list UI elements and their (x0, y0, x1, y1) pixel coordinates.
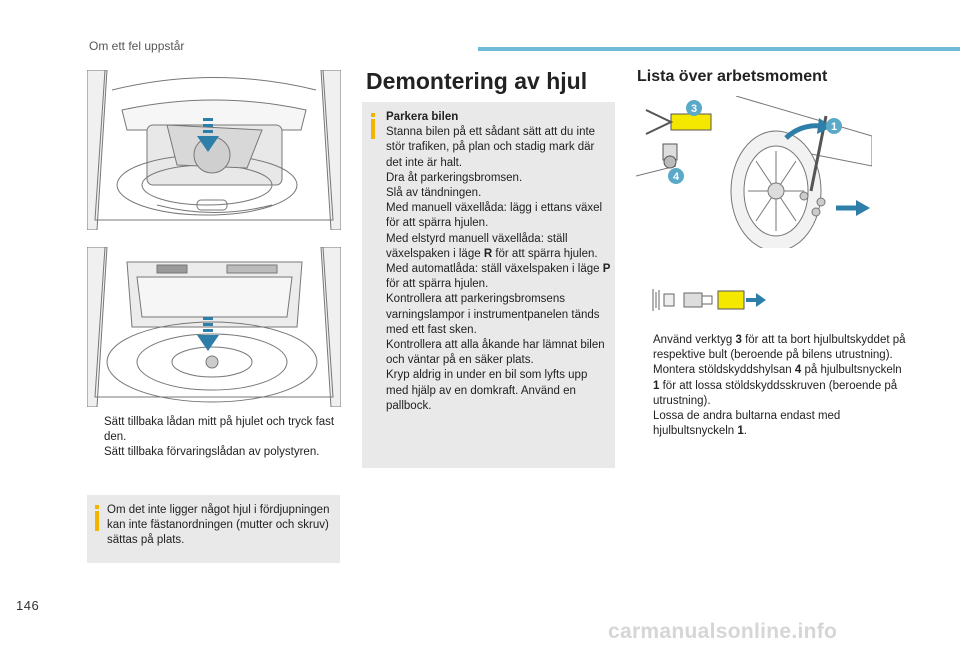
list-item: Montera stöldskyddshylsan 4 på hjulbults… (653, 364, 902, 407)
main-heading: Demontering av hjul (366, 68, 588, 94)
trunk-box-illustration (87, 70, 341, 230)
watermark: carmanualsonline.info (608, 620, 838, 643)
procedure-step-list: Använd verktyg 3 för att ta bort hjulbul… (637, 333, 907, 439)
info-note-text: Om det inte ligger något hjul i fördjupn… (107, 504, 330, 546)
spare-wheel-illustration (87, 247, 341, 407)
procedure-heading: Lista över arbetsmoment (637, 68, 828, 85)
callout-4: 4 (673, 171, 680, 183)
parking-note-text: Parkera bilen Stanna bilen på ett sådant… (386, 111, 611, 412)
header-accent-bar (478, 47, 960, 51)
wheel-removal-illustration: 1 3 4 (636, 96, 872, 248)
list-item: Använd verktyg 3 för att ta bort hjulbul… (653, 334, 906, 362)
info-note: Om det inte ligger något hjul i fördjupn… (87, 495, 340, 563)
page-number: 146 (16, 598, 40, 613)
parking-note: Parkera bilen Stanna bilen på ett sådant… (362, 102, 615, 468)
section-title: Om ett fel uppstår (89, 39, 185, 53)
socket-assembly-illustration (648, 284, 768, 316)
left-bullet-list: Sätt tillbaka lådan mitt på hjulet och t… (88, 415, 348, 460)
list-item: Sätt tillbaka förvaringslådan av polysty… (104, 446, 320, 458)
list-item: Sätt tillbaka lådan mitt på hjulet och t… (104, 416, 335, 443)
list-item: Lossa de andra bultarna endast med hjulb… (653, 410, 841, 438)
callout-3: 3 (691, 103, 697, 115)
parking-note-title: Parkera bilen (386, 111, 459, 123)
callout-1: 1 (831, 121, 837, 133)
